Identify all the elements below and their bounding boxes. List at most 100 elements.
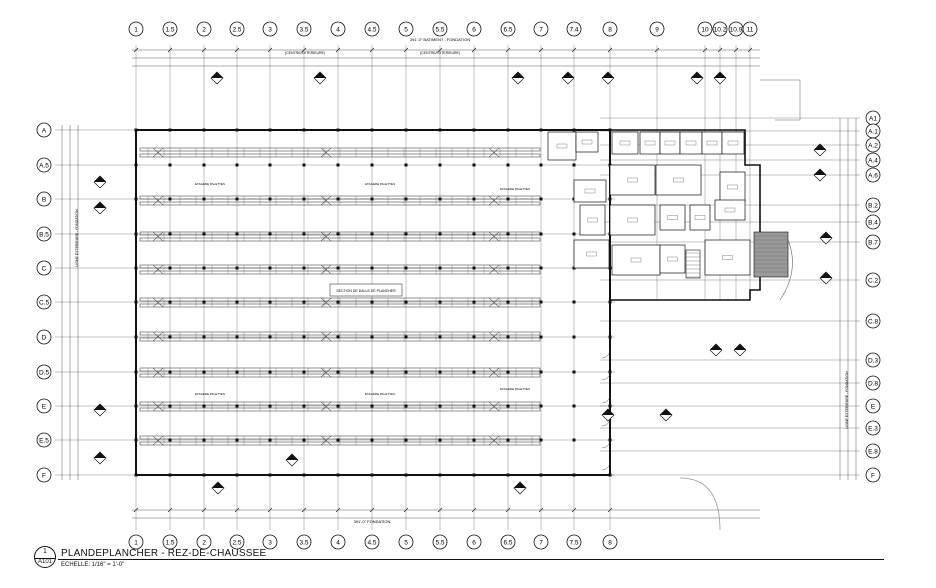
office-room <box>689 204 711 231</box>
room-tag <box>667 215 678 220</box>
grid-bubble-top <box>229 21 245 37</box>
grid-bubble-right <box>865 443 881 459</box>
grid-bubble-bottom-label: 1.5 <box>165 540 174 547</box>
office-wall <box>545 129 761 301</box>
room-tag <box>667 256 678 262</box>
structural-column <box>235 128 239 132</box>
structural-column <box>472 232 476 236</box>
section-marker-fill <box>714 72 726 78</box>
structural-column <box>506 404 510 408</box>
rack-cross <box>488 231 500 242</box>
structural-column <box>168 404 172 408</box>
grid-bubble-bottom-label: 3 <box>268 540 272 547</box>
central-note: SECTION DE DALLE DE PLANCHER <box>336 289 396 293</box>
grid-bubble-right-label: E <box>871 404 876 411</box>
rack-cross <box>488 435 500 446</box>
office-room <box>639 131 661 155</box>
grid-bubble-right <box>865 272 881 288</box>
structural-column <box>539 473 543 477</box>
office-room <box>721 131 745 155</box>
structural-column <box>404 163 408 167</box>
structural-column <box>302 370 306 374</box>
office-room <box>573 239 610 269</box>
structural-column <box>336 197 340 201</box>
structural-column <box>268 232 272 236</box>
office-room <box>719 171 746 203</box>
drawing-notes: 391'-0" BATIMENT - FONDATION (CENTRE/EXT… <box>75 37 849 524</box>
grid-bubble-bottom-label: 8 <box>608 540 612 547</box>
site-curb <box>779 239 793 301</box>
structural-column <box>370 232 374 236</box>
structural-column <box>572 232 576 236</box>
grid-bubble-right-label: A.1 <box>868 129 878 136</box>
rack-cross <box>488 147 500 158</box>
structural-column <box>370 438 374 442</box>
grid-bubble-left-label: C.5 <box>39 300 50 307</box>
room-tag <box>664 140 676 146</box>
structural-column <box>268 300 272 304</box>
structural-column <box>608 404 612 408</box>
room-tag <box>694 215 706 220</box>
structural-column <box>539 370 543 374</box>
grid-bubble-right <box>865 152 881 168</box>
dock-door <box>601 394 611 404</box>
grid-bubble-top <box>128 21 144 37</box>
grid-bubble-top-label: 9 <box>655 27 659 34</box>
room-tag <box>644 140 656 146</box>
structural-column <box>168 197 172 201</box>
office-area <box>547 131 751 471</box>
structural-column <box>268 370 272 374</box>
rack-cross <box>320 264 332 275</box>
grid-bubble-top <box>533 21 549 37</box>
grid-bubble-right-label: B.7 <box>868 240 878 247</box>
structural-column <box>202 232 206 236</box>
structural-column <box>506 163 510 167</box>
structural-column <box>168 370 172 374</box>
structural-column <box>134 404 138 408</box>
grid-bubble-left-label: F <box>42 473 46 480</box>
section-marker-fill <box>94 176 106 182</box>
grid-bubble-bottom <box>330 534 346 550</box>
room-tag <box>619 140 631 146</box>
structural-column <box>438 232 442 236</box>
bottom-overall-dimension: 391'-0" FONDATION <box>354 519 391 524</box>
left-side-note: LIGNE EXTERIEURE - FONDATION <box>75 209 79 267</box>
structural-column <box>168 473 172 477</box>
structural-column <box>235 163 239 167</box>
office-room <box>714 199 746 221</box>
drawing-scale: ECHELLE: 1/16" = 1'-0" <box>61 562 125 568</box>
racks-label: ETAGERE PALETTES <box>500 187 530 191</box>
section-marker-fill <box>710 344 722 350</box>
section-markers <box>93 71 833 495</box>
grid-bubble-top-label: 3 <box>268 27 272 34</box>
structural-column <box>268 404 272 408</box>
grid-bubble-right <box>865 214 881 230</box>
grid-bubble-right <box>865 467 881 483</box>
structural-column <box>506 438 510 442</box>
grid-bubble-top-label: 7.4 <box>569 27 578 34</box>
section-marker-fill <box>820 272 832 278</box>
section-marker-fill <box>94 404 106 410</box>
grid-bubble-left-label: B.5 <box>39 232 49 239</box>
stair <box>685 249 701 279</box>
structural-column <box>168 335 172 339</box>
office-room <box>573 179 607 203</box>
site-curb <box>679 477 721 531</box>
top-center-note-a: (CENTRE/EXTERIEURE) <box>285 51 325 55</box>
structural-column <box>302 197 306 201</box>
structural-column <box>202 163 206 167</box>
structural-column <box>168 300 172 304</box>
grid-bubble-top-label: 10 <box>701 27 709 34</box>
structural-column <box>302 163 306 167</box>
office-room <box>659 131 681 155</box>
grid-bubble-left <box>36 122 52 138</box>
rack-cross <box>152 231 164 242</box>
structural-column <box>539 300 543 304</box>
structural-column <box>202 335 206 339</box>
view-number: 1 <box>43 548 47 555</box>
grid-bubble-bottom-label: 3.5 <box>299 540 308 547</box>
structural-column <box>370 197 374 201</box>
section-marker-fill <box>562 72 574 78</box>
structural-column <box>235 370 239 374</box>
